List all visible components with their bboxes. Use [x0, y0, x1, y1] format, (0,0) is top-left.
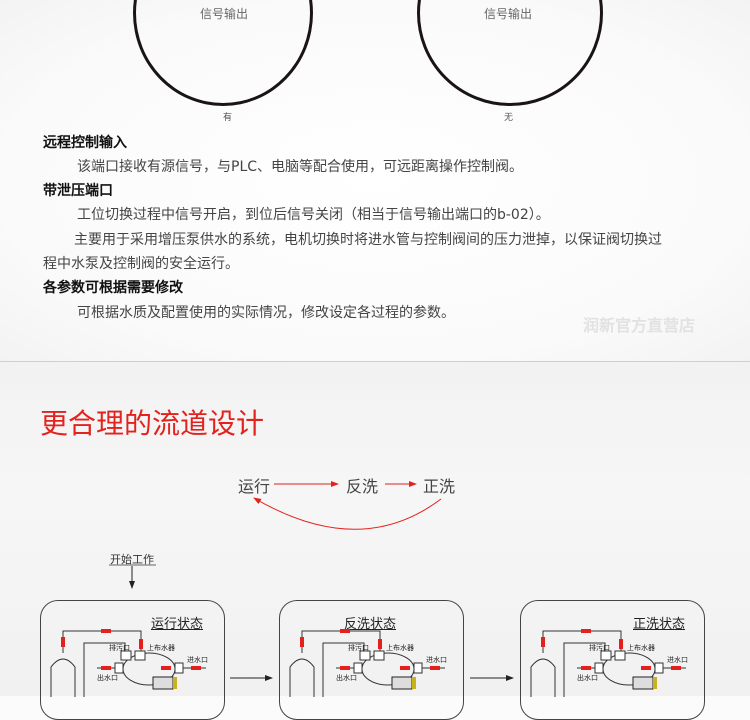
motor: [391, 676, 413, 690]
valve-schematic: 排污口 上布水器 进水口 出水口: [50, 629, 208, 697]
state-title: 运行状态: [151, 617, 204, 632]
outlet-port: [353, 662, 363, 674]
drain-label: 排污口: [589, 643, 610, 652]
section-divider: [0, 361, 750, 362]
start-label: 开始工作: [110, 553, 154, 566]
paragraph: 可根据水质及配置使用的实际情况，修改设定各过程的参数。: [77, 305, 455, 321]
paragraph: 工位切换过程中信号开启，到位后信号关闭（相当于信号输出端口的b-02）。: [77, 207, 550, 223]
drain-port: [600, 650, 612, 661]
outlet-label: 出水口: [336, 673, 357, 682]
cycle-step-rinse: 正洗: [423, 477, 456, 496]
inlet-label: 进水口: [426, 655, 447, 664]
flow-arrows: [300, 629, 440, 670]
signal-output-label: 信号输出: [484, 7, 533, 21]
state-diagram-run: 运行状态 排污口 上布水器 进水口 出水口: [40, 600, 225, 720]
cycle-step-backwash: 反洗: [346, 477, 379, 496]
heading-remote-control-input: 远程控制输入: [43, 135, 127, 151]
outlet-label: 出水口: [97, 673, 118, 682]
heading-pressure-relief-port: 带泄压端口: [43, 183, 113, 199]
outlet-port: [114, 662, 124, 674]
pipe: [563, 642, 606, 697]
distributor-port: [614, 650, 626, 661]
tank: [289, 658, 315, 697]
motor: [152, 676, 174, 690]
heading-parameters: 各参数可根据需要修改: [43, 280, 183, 296]
drain-port: [120, 650, 132, 661]
outlet-port: [594, 662, 604, 674]
distributor-label: 上布水器: [147, 643, 175, 652]
state-title: 正洗状态: [633, 617, 686, 632]
pipe: [83, 642, 126, 697]
flow-arrows: [541, 629, 681, 670]
drain-label: 排污口: [348, 643, 369, 652]
inlet-port: [654, 662, 664, 674]
state-diagram-backwash: 反洗状态 排污口 上布水器 进水口 出水口: [279, 600, 464, 720]
inlet-label: 进水口: [187, 655, 208, 664]
inlet-port: [174, 662, 184, 674]
inlet-port: [413, 662, 423, 674]
control-ports-section: [0, 0, 750, 361]
pipe: [322, 642, 365, 697]
paragraph: 程中水泵及控制阀的安全运行。: [43, 256, 239, 272]
valve-schematic: 排污口 上布水器 进水口 出水口: [530, 629, 688, 697]
paragraph: 主要用于采用增压泵供水的系统，电机切换时将进水管与控制阀间的压力泄掉，以保证阀切…: [74, 232, 662, 248]
state-diagram-rinse: 正洗状态 排污口 上布水器 进水口 出水口: [520, 600, 705, 720]
cycle-step-run: 运行: [238, 477, 271, 496]
distributor-port: [373, 650, 385, 661]
drain-port: [359, 650, 371, 661]
drain-label: 排污口: [109, 643, 130, 652]
tank: [50, 658, 76, 697]
section-title: 更合理的流道设计: [40, 407, 265, 440]
distributor-label: 上布水器: [386, 643, 414, 652]
motor: [632, 676, 654, 690]
inlet-label: 进水口: [667, 655, 688, 664]
signal-state-label: 无: [504, 113, 514, 123]
distributor-label: 上布水器: [627, 643, 655, 652]
paragraph: 该端口接收有源信号，与PLC、电脑等配合使用，可远距离操作控制阀。: [77, 159, 524, 175]
valve-schematic: 排污口 上布水器 进水口 出水口: [289, 629, 447, 697]
flow-arrows: [61, 629, 201, 670]
state-title: 反洗状态: [344, 617, 397, 632]
distributor-port: [134, 650, 146, 661]
signal-state-label: 有: [223, 113, 233, 123]
signal-output-label: 信号输出: [200, 7, 249, 21]
watermark: 润新官方直营店: [583, 316, 696, 335]
tank: [530, 658, 556, 697]
outlet-label: 出水口: [577, 673, 598, 682]
